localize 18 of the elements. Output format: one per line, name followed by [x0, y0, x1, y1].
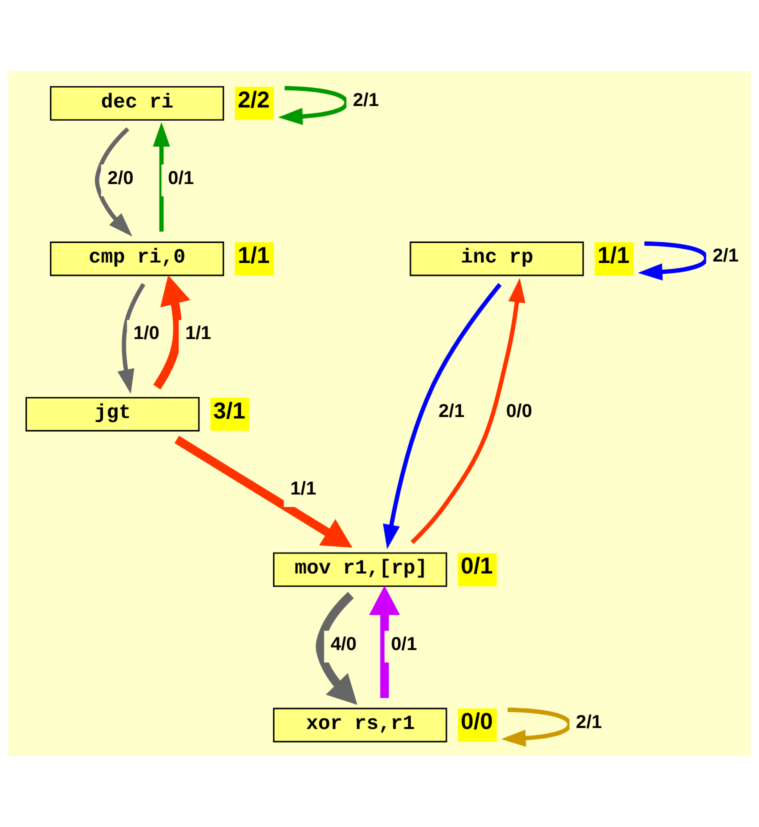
edge-label: 2/1 [712, 244, 739, 266]
node-label: 0/1 [460, 552, 493, 579]
edge-label: 0/0 [506, 400, 532, 421]
edge-label: 2/0 [108, 166, 134, 188]
edge-label: 1/1 [185, 322, 212, 344]
edge-label: 1/0 [133, 322, 160, 344]
edge-label: 4/0 [330, 633, 357, 654]
node-label: 0/0 [460, 708, 493, 734]
node-label: 1/1 [598, 242, 630, 268]
node-label: 3/1 [213, 397, 246, 424]
edge-label: 2/1 [576, 710, 602, 732]
edge-label: 1/1 [290, 478, 316, 499]
edge-label: 0/1 [391, 633, 417, 654]
edge-label: 0/1 [168, 166, 194, 188]
edge-label: 2/1 [438, 400, 464, 421]
node-label: 2/2 [238, 86, 270, 112]
edge-label: 2/1 [352, 89, 379, 110]
node-label: 1/1 [238, 242, 270, 268]
